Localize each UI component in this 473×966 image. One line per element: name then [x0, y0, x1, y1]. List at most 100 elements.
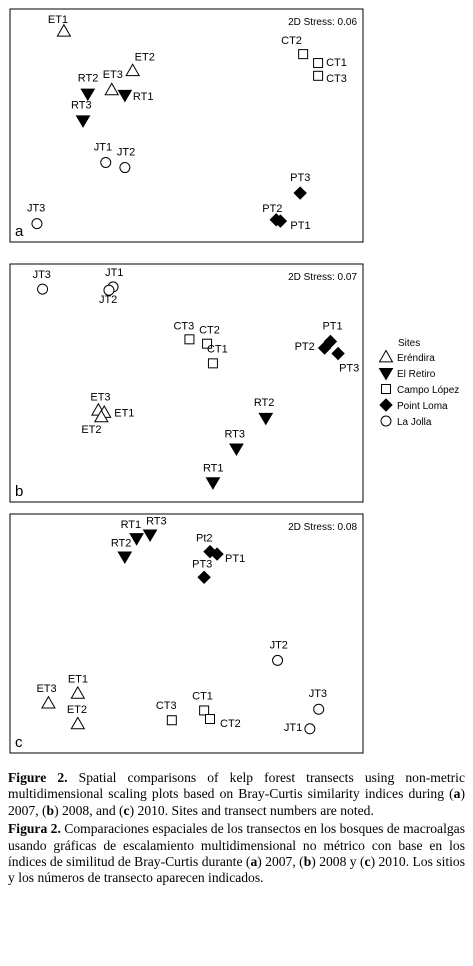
point-label: PT2	[262, 203, 282, 215]
point-label: JT3	[27, 203, 45, 215]
point-rt3	[142, 529, 158, 543]
point-label: RT3	[71, 99, 92, 111]
point-label: JT2	[99, 294, 117, 306]
nmds-panel-a: 2D Stress: 0.06aET1ET2ET3RT2RT1RT3CT2CT1…	[9, 8, 364, 243]
point-label: PT1	[322, 321, 342, 333]
point-label: JT1	[94, 141, 112, 153]
point-pt3	[197, 570, 211, 585]
point-label: JT3	[309, 688, 327, 700]
point-jt3	[37, 283, 49, 295]
legend-title: Sites	[398, 338, 420, 349]
point-label: Pt2	[196, 533, 213, 545]
point-label: RT3	[146, 516, 167, 528]
point-et2	[70, 716, 86, 730]
stress-label: 2D Stress: 0.07	[288, 272, 357, 283]
point-ct2	[205, 714, 215, 725]
point-label: JT2	[270, 639, 288, 651]
point-label: ET2	[81, 424, 101, 436]
caption-en-heading: Figure 2.	[8, 770, 68, 785]
point-rt2	[80, 88, 96, 102]
point-rt3	[229, 443, 244, 456]
legend-marker-3	[381, 384, 391, 394]
point-pt3	[293, 186, 307, 200]
panel-frame	[9, 513, 364, 754]
point-label: JT1	[105, 267, 123, 279]
point-label: JT3	[33, 269, 51, 281]
point-et1	[56, 23, 72, 37]
point-ct2	[202, 338, 213, 349]
point-label: PT1	[290, 220, 310, 232]
point-ct3	[166, 715, 177, 726]
point-jt1	[100, 156, 112, 168]
point-ct1	[207, 358, 218, 369]
panel-letter: c	[15, 734, 23, 751]
caption-spanish: Figura 2. Comparaciones espaciales de lo…	[8, 821, 466, 886]
point-ct3	[313, 70, 324, 81]
point-label: ET2	[135, 52, 155, 64]
point-label: PT3	[192, 558, 212, 570]
point-rt2	[258, 412, 274, 426]
caption-english: Figure 2. Spatial comparisons of kelp fo…	[8, 770, 465, 818]
panel-frame	[9, 8, 364, 243]
point-label: CT1	[192, 690, 213, 702]
point-label: ET3	[36, 683, 56, 695]
point-label: CT3	[173, 320, 194, 332]
legend-marker-5	[380, 415, 392, 427]
point-label: CT2	[281, 35, 302, 47]
point-et2	[125, 63, 141, 77]
figure-caption: Figure 2. Spatial comparisons of kelp fo…	[8, 770, 465, 889]
caption-es-heading: Figura 2.	[8, 821, 61, 837]
stress-label: 2D Stress: 0.08	[288, 522, 357, 533]
point-label: ET1	[48, 14, 68, 26]
legend-marker-1	[378, 349, 394, 363]
point-label: RT1	[133, 91, 154, 103]
point-label: ET3	[103, 69, 123, 81]
point-pt1	[210, 547, 224, 561]
point-ct2	[298, 49, 309, 60]
point-jt2	[272, 654, 284, 666]
point-label: CT3	[326, 73, 347, 85]
point-rt1	[117, 89, 133, 103]
legend-entry: Eréndira	[397, 353, 435, 364]
point-et1	[70, 685, 86, 699]
legend-marker-2	[378, 367, 394, 381]
point-et3	[41, 695, 56, 709]
point-label: CT1	[207, 343, 228, 355]
legend-marker-4	[379, 398, 393, 412]
point-rt2	[117, 551, 133, 565]
point-label: RT2	[78, 73, 99, 85]
point-label: RT1	[203, 462, 224, 474]
point-label: CT1	[326, 57, 347, 69]
point-jt1	[304, 723, 316, 735]
point-jt3	[31, 218, 43, 230]
point-pt2	[317, 341, 332, 355]
point-label: CT2	[199, 325, 220, 337]
point-ct1	[313, 58, 324, 69]
point-label: RT3	[224, 429, 245, 441]
point-label: CT3	[156, 700, 177, 712]
point-jt2	[103, 284, 115, 296]
point-label: JT1	[284, 722, 302, 734]
legend-entry: El Retiro	[397, 369, 436, 380]
point-label: ET1	[114, 407, 134, 419]
point-label: PT2	[295, 341, 315, 353]
legend-entry: La Jolla	[397, 417, 432, 428]
point-et2	[93, 409, 109, 423]
point-label: PT3	[290, 172, 310, 184]
point-ct3	[184, 334, 195, 345]
point-et3	[104, 82, 120, 96]
point-label: CT2	[220, 718, 241, 730]
point-jt3	[313, 703, 325, 715]
legend-entry: Campo López	[397, 385, 459, 396]
point-label: RT2	[254, 397, 275, 409]
legend-entry: Point Loma	[397, 401, 448, 412]
point-label: ET3	[90, 391, 110, 403]
point-label: ET2	[67, 704, 87, 716]
point-pt3	[331, 346, 345, 361]
panel-letter: b	[15, 483, 23, 500]
point-label: RT2	[111, 538, 132, 550]
point-label: ET1	[68, 673, 88, 685]
